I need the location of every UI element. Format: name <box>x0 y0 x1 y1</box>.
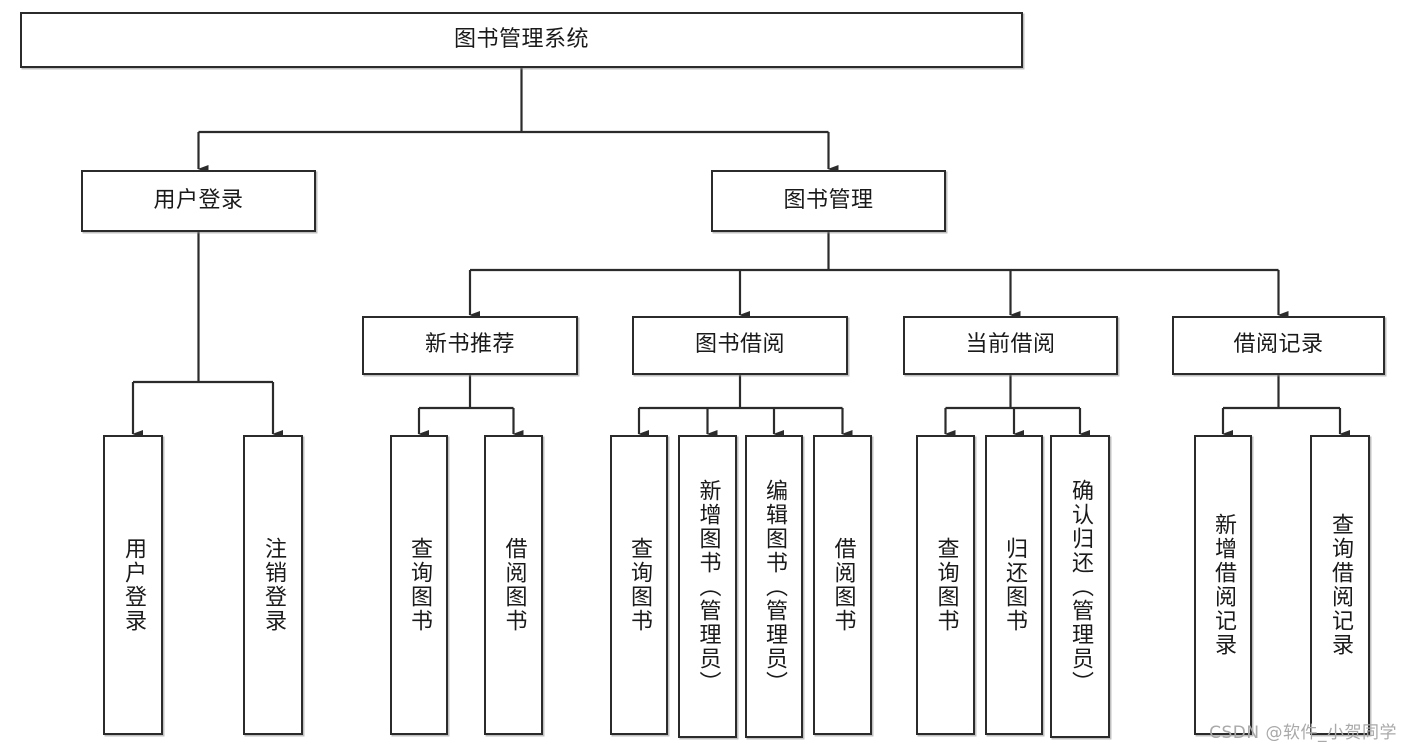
node-leaf-user-login[interactable]: 用户登录 <box>103 435 163 735</box>
node-records[interactable]: 借阅记录 <box>1172 316 1385 375</box>
node-label-records: 借阅记录 <box>1233 332 1324 358</box>
edge-group <box>131 68 1351 439</box>
node-label-bookmgmt: 图书管理 <box>783 187 874 213</box>
node-label-leaf-bor-lend: 借阅图书 <box>830 537 856 633</box>
node-leaf-bor-edit[interactable]: 编辑图书（管理员） <box>745 435 803 738</box>
node-leaf-bor-query[interactable]: 查询图书 <box>610 435 668 735</box>
node-leaf-new-query[interactable]: 查询图书 <box>390 435 448 735</box>
node-label-leaf-user-logout: 注销登录 <box>261 537 286 633</box>
node-label-borrow: 图书借阅 <box>694 332 785 358</box>
node-label-leaf-cur-return: 归还图书 <box>1002 537 1027 633</box>
node-label-leaf-cur-query: 查询图书 <box>933 537 959 633</box>
node-label-root: 图书管理系统 <box>453 26 589 52</box>
node-label-leaf-bor-query: 查询图书 <box>627 537 652 633</box>
node-leaf-new-borrow[interactable]: 借阅图书 <box>484 435 543 735</box>
node-label-leaf-bor-add: 新增图书（管理员） <box>695 478 721 695</box>
node-label-leaf-rec-add: 新增借阅记录 <box>1211 513 1236 657</box>
node-root[interactable]: 图书管理系统 <box>20 12 1023 68</box>
node-current[interactable]: 当前借阅 <box>903 316 1118 375</box>
node-leaf-bor-lend[interactable]: 借阅图书 <box>813 435 872 735</box>
node-borrow[interactable]: 图书借阅 <box>632 316 848 375</box>
node-leaf-cur-confirm[interactable]: 确认归还（管理员） <box>1050 435 1110 738</box>
node-leaf-user-logout[interactable]: 注销登录 <box>243 435 303 735</box>
node-leaf-rec-add[interactable]: 新增借阅记录 <box>1194 435 1252 735</box>
node-label-leaf-cur-confirm: 确认归还（管理员） <box>1068 478 1093 695</box>
node-label-login: 用户登录 <box>153 187 244 213</box>
node-label-newbook: 新书推荐 <box>424 332 515 358</box>
node-bookmgmt[interactable]: 图书管理 <box>711 170 946 232</box>
node-label-current: 当前借阅 <box>965 332 1056 358</box>
node-label-leaf-bor-edit: 编辑图书（管理员） <box>762 478 787 695</box>
node-leaf-bor-add[interactable]: 新增图书（管理员） <box>678 435 737 738</box>
node-leaf-rec-query[interactable]: 查询借阅记录 <box>1310 435 1370 735</box>
node-leaf-cur-return[interactable]: 归还图书 <box>985 435 1043 735</box>
node-label-leaf-user-login: 用户登录 <box>121 537 146 633</box>
watermark-text: CSDN @软件_小贺同学 <box>1209 723 1397 743</box>
node-label-leaf-rec-query: 查询借阅记录 <box>1328 513 1353 657</box>
node-newbook[interactable]: 新书推荐 <box>362 316 578 375</box>
node-leaf-cur-query[interactable]: 查询图书 <box>916 435 975 735</box>
node-label-leaf-new-borrow: 借阅图书 <box>501 537 527 633</box>
node-login[interactable]: 用户登录 <box>81 170 316 232</box>
node-label-leaf-new-query: 查询图书 <box>407 537 432 633</box>
